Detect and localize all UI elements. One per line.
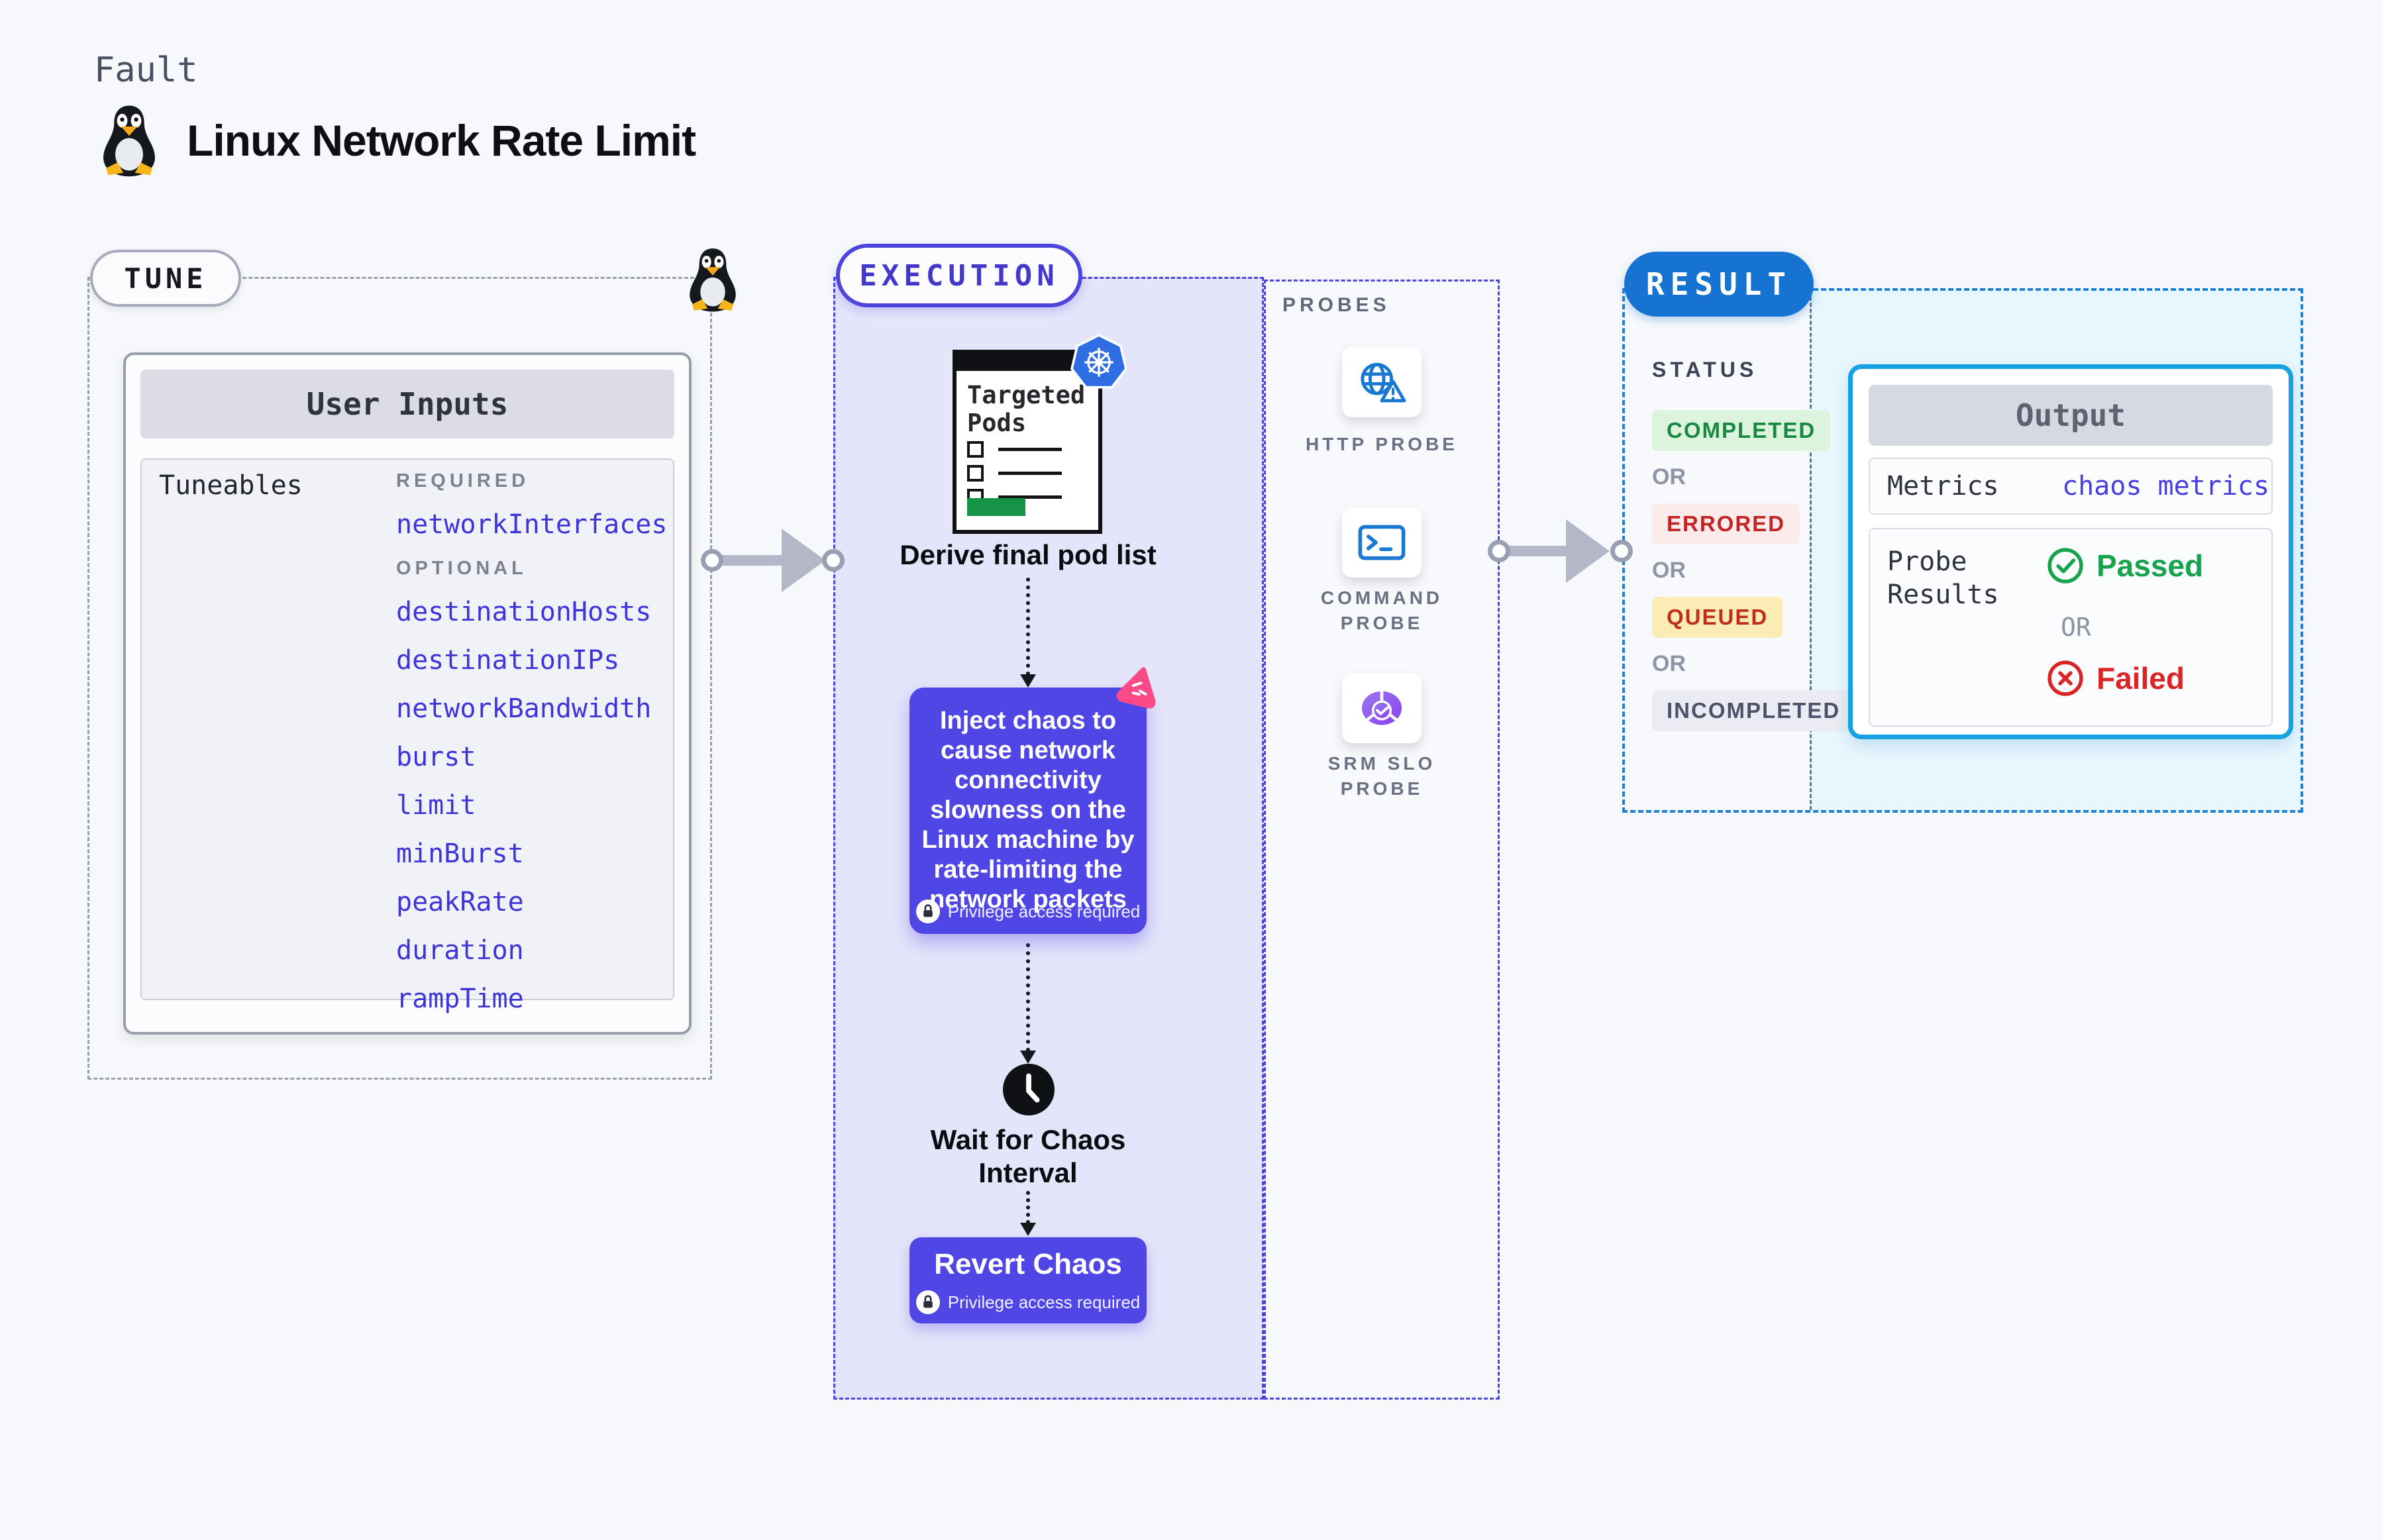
inject-chaos-description: Inject chaos to cause network connectivi… bbox=[921, 707, 1135, 913]
arrow-probes-to-result bbox=[1509, 546, 1570, 556]
privilege-note-row: Privilege access required bbox=[909, 1290, 1147, 1314]
tune-section-box bbox=[87, 277, 712, 1080]
status-badge-completed: COMPLETED bbox=[1652, 410, 1831, 451]
pod-line bbox=[998, 472, 1062, 475]
arrow-tune-to-execution bbox=[722, 555, 786, 566]
passed-check-icon bbox=[2047, 548, 2083, 584]
pod-card-title: Targeted Pods bbox=[967, 381, 1086, 437]
connector-node-probes bbox=[1488, 540, 1510, 562]
page-title: Linux Network Rate Limit bbox=[187, 116, 696, 165]
or-label: OR bbox=[1652, 558, 1686, 583]
status-badge-errored: ERRORED bbox=[1652, 503, 1800, 544]
flow-connector bbox=[1026, 578, 1030, 676]
wait-clock-icon bbox=[1003, 1064, 1055, 1115]
flow-connector bbox=[1026, 943, 1030, 1052]
status-badge-incompleted: INCOMPLETED bbox=[1652, 690, 1855, 731]
param-networkBandwidth[interactable]: networkBandwidth bbox=[396, 693, 652, 724]
fault-eyebrow-label: Fault bbox=[94, 50, 198, 90]
param-rampTime[interactable]: rampTime bbox=[396, 984, 524, 1014]
privilege-note-row: Privilege access required bbox=[909, 899, 1147, 923]
http-probe-label: HTTP PROBE bbox=[1306, 434, 1458, 454]
inject-chaos-step: Inject chaos to cause network connectivi… bbox=[909, 688, 1147, 934]
derive-pod-list-label: Derive final pod list bbox=[900, 539, 1157, 570]
flow-connector-arrowhead bbox=[1020, 674, 1036, 688]
probes-heading: PROBES bbox=[1282, 294, 1390, 316]
lock-icon bbox=[915, 1290, 940, 1314]
status-heading: STATUS bbox=[1652, 358, 1758, 382]
command-probe-tile[interactable] bbox=[1342, 507, 1422, 578]
arrow-head-tune-to-execution bbox=[782, 529, 825, 592]
param-minBurst[interactable]: minBurst bbox=[396, 839, 524, 869]
param-networkInterfaces[interactable]: networkInterfaces bbox=[396, 509, 668, 540]
srm-slo-probe-tile[interactable] bbox=[1342, 673, 1422, 743]
connector-node-tune bbox=[701, 549, 723, 572]
pod-checkbox-icon bbox=[967, 441, 984, 458]
required-heading: REQUIRED bbox=[396, 470, 530, 491]
probes-section-box bbox=[1264, 280, 1500, 1400]
srm-slo-probe-icon bbox=[1361, 690, 1402, 725]
tuneables-label: Tuneables bbox=[159, 470, 303, 501]
revert-chaos-step: Revert Chaos Privilege access required bbox=[909, 1237, 1147, 1323]
result-section-pill: RESULT bbox=[1624, 252, 1814, 317]
pod-list-item bbox=[967, 441, 1062, 458]
connector-node-result bbox=[1610, 540, 1633, 562]
pod-progress-bar bbox=[967, 498, 1025, 516]
flow-connector-arrowhead bbox=[1020, 1223, 1036, 1236]
lock-icon bbox=[915, 899, 940, 923]
failed-x-icon bbox=[2047, 660, 2083, 696]
metrics-row: Metrics chaos metrics bbox=[1869, 458, 2273, 515]
user-inputs-card: User Inputs Tuneables REQUIRED networkIn… bbox=[123, 352, 692, 1035]
flow-connector bbox=[1026, 1191, 1030, 1224]
param-destinationHosts[interactable]: destinationHosts bbox=[396, 597, 652, 627]
status-badge-queued: QUEUED bbox=[1652, 597, 1783, 638]
or-label: OR bbox=[1652, 464, 1686, 489]
srm-slo-probe-label: SRM SLO PROBE bbox=[1327, 753, 1436, 799]
param-burst[interactable]: burst bbox=[396, 742, 476, 772]
linux-tux-corner-icon bbox=[690, 248, 736, 312]
pod-line bbox=[998, 495, 1062, 499]
passed-label: Passed bbox=[2097, 548, 2204, 583]
metrics-value: chaos metrics bbox=[2062, 471, 2270, 501]
output-card: Output Metrics chaos metrics Probe Resul… bbox=[1848, 364, 2293, 739]
revert-chaos-label: Revert Chaos bbox=[934, 1248, 1122, 1280]
tuneables-panel: Tuneables REQUIRED networkInterfaces OPT… bbox=[140, 458, 674, 1014]
passed-result: Passed bbox=[2046, 546, 2203, 585]
optional-heading: OPTIONAL bbox=[396, 558, 527, 579]
command-probe-icon bbox=[1358, 525, 1406, 560]
execution-section-pill: EXECUTION bbox=[836, 244, 1082, 307]
probe-results-row: Probe Results Passed OR Failed bbox=[1869, 528, 2273, 727]
or-label: OR bbox=[1652, 651, 1686, 676]
targeted-pods-card: Targeted Pods bbox=[953, 350, 1102, 534]
status-column: STATUS COMPLETED OR ERRORED OR QUEUED OR… bbox=[1652, 358, 1855, 744]
privilege-note-label: Privilege access required bbox=[947, 1292, 1141, 1312]
http-probe-tile[interactable] bbox=[1342, 347, 1422, 417]
connector-node-execution bbox=[822, 549, 845, 572]
param-duration[interactable]: duration bbox=[396, 935, 524, 966]
pod-line bbox=[998, 448, 1062, 451]
wait-chaos-interval-label: Wait for Chaos Interval bbox=[930, 1124, 1126, 1188]
probe-results-label: Probe Results bbox=[1887, 546, 1999, 610]
metrics-label: Metrics bbox=[1887, 471, 1999, 501]
failed-result: Failed bbox=[2046, 659, 2185, 697]
command-probe-label: COMMAND PROBE bbox=[1320, 588, 1443, 633]
param-peakRate[interactable]: peakRate bbox=[396, 887, 524, 917]
http-probe-icon bbox=[1361, 362, 1406, 403]
user-inputs-header: User Inputs bbox=[140, 370, 674, 438]
chaos-fault-icon bbox=[1116, 667, 1156, 709]
privilege-note-label: Privilege access required bbox=[947, 901, 1141, 921]
pod-list-item bbox=[967, 465, 1062, 482]
output-or-label: OR bbox=[2061, 613, 2091, 642]
pod-checkbox-icon bbox=[967, 465, 984, 482]
param-limit[interactable]: limit bbox=[396, 790, 476, 821]
tune-section-pill: TUNE bbox=[90, 250, 241, 307]
flow-connector-arrowhead bbox=[1020, 1051, 1036, 1064]
arrow-head-probes-to-result bbox=[1566, 519, 1610, 583]
param-destinationIPs[interactable]: destinationIPs bbox=[396, 645, 620, 676]
failed-label: Failed bbox=[2097, 661, 2185, 695]
output-header: Output bbox=[1869, 385, 2273, 446]
tuneables-param-list: REQUIRED networkInterfaces OPTIONAL dest… bbox=[396, 470, 668, 1032]
linux-tux-icon bbox=[103, 105, 155, 177]
